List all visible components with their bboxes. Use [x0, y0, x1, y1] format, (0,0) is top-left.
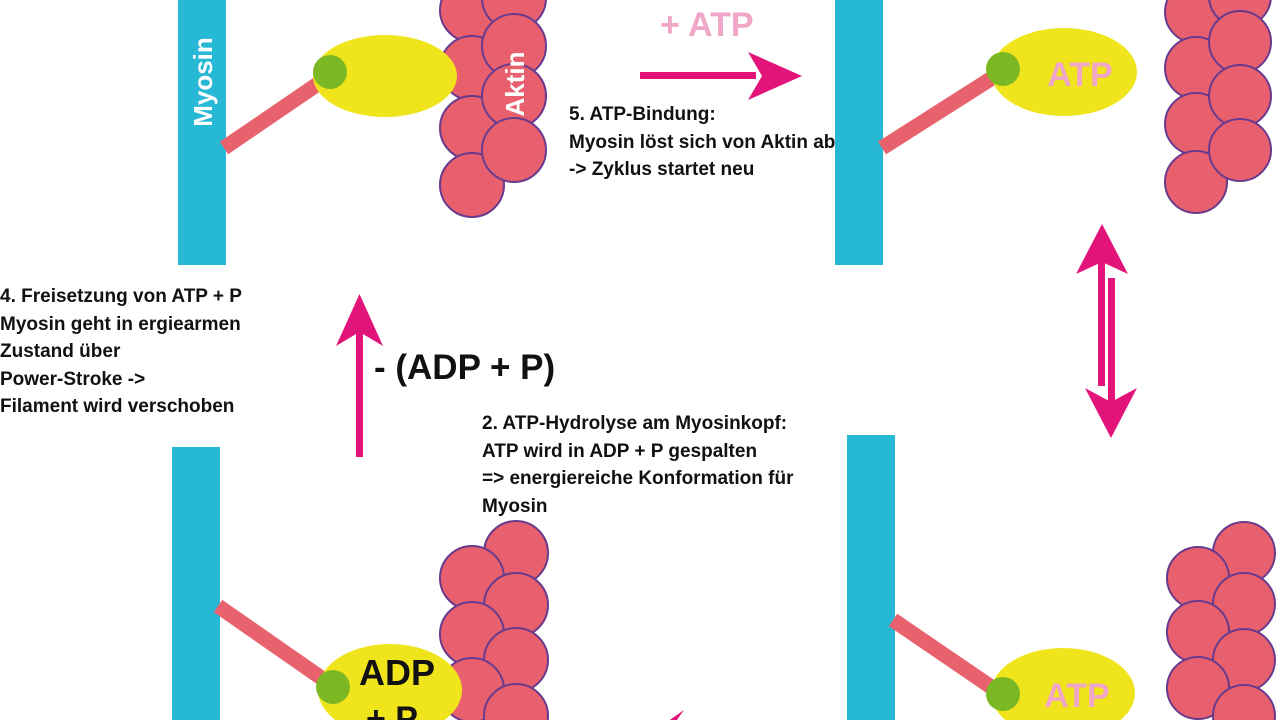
step-4-line-4: Power-Stroke -> [0, 368, 146, 390]
myosin-head [318, 644, 462, 720]
step-2-text: 2. ATP-Hydrolyse am Myosinkopf: ATP wird… [482, 410, 793, 520]
panel-top-left: Myosin Aktin [178, 0, 547, 265]
actin-filament [439, 520, 549, 720]
myosin-neck [877, 66, 1005, 155]
myosin-hinge [986, 52, 1020, 86]
myosin-filament [835, 0, 883, 265]
head-p-label: + P [366, 700, 418, 720]
myosin-filament [172, 447, 220, 720]
myosin-label: Myosin [188, 37, 218, 127]
actin-filament [1164, 0, 1272, 214]
step-4-line-2: Myosin geht in ergiearmen [0, 313, 241, 335]
step-4-line-5: Filament wird verschoben [0, 396, 235, 417]
arrow-right [640, 52, 802, 100]
minus-adp-p-label: - (ADP + P) [374, 348, 556, 387]
aktin-label: Aktin [500, 52, 530, 117]
myosin-head [313, 35, 457, 117]
myosin-hinge [313, 55, 347, 89]
step-2-line-3: => energiereiche Konformation für [482, 468, 794, 489]
panel-bottom-right: ATP [847, 435, 1276, 720]
myosin-neck [213, 599, 335, 691]
head-atp-label: ATP [1044, 677, 1109, 715]
step-2-line-2: ATP wird in ADP + P gespalten [482, 440, 758, 462]
arrow-partial-bottom [669, 710, 684, 720]
head-atp-label: ATP [1047, 56, 1112, 94]
myosin-head [991, 28, 1137, 116]
actin-filament [439, 0, 547, 218]
head-adp-label: ADP [359, 652, 435, 693]
myosin-neck [888, 613, 1005, 700]
step-4-line-1: 4. Freisetzung von ATP + P [0, 286, 242, 307]
step-5-line-1: 5. ATP-Bindung: [569, 104, 716, 125]
panel-bottom-left: ADP + P [172, 447, 549, 720]
panel-top-right: ATP [835, 0, 1272, 265]
myosin-filament [847, 435, 895, 720]
myosin-filament [178, 0, 226, 265]
myosin-hinge [316, 670, 350, 704]
myosin-neck [219, 70, 333, 155]
actin-filament [1166, 521, 1276, 720]
step-2-line-4: Myosin [482, 495, 548, 517]
step-5-line-2: Myosin löst sich von Aktin ab [569, 131, 836, 153]
arrow-up [336, 294, 383, 457]
myosin-head [991, 648, 1135, 720]
step-5-line-3: -> Zyklus startet neu [569, 159, 755, 180]
step-4-line-3: Zustand über [0, 341, 121, 362]
plus-atp-label: + ATP [660, 6, 754, 44]
step-4-text: 4. Freisetzung von ATP + P Myosin geht i… [0, 283, 242, 421]
myosin-hinge [986, 677, 1020, 711]
arrow-double-vertical [1076, 224, 1137, 438]
step-2-line-1: 2. ATP-Hydrolyse am Myosinkopf: [482, 413, 788, 434]
step-5-text: 5. ATP-Bindung: Myosin löst sich von Akt… [569, 101, 835, 184]
